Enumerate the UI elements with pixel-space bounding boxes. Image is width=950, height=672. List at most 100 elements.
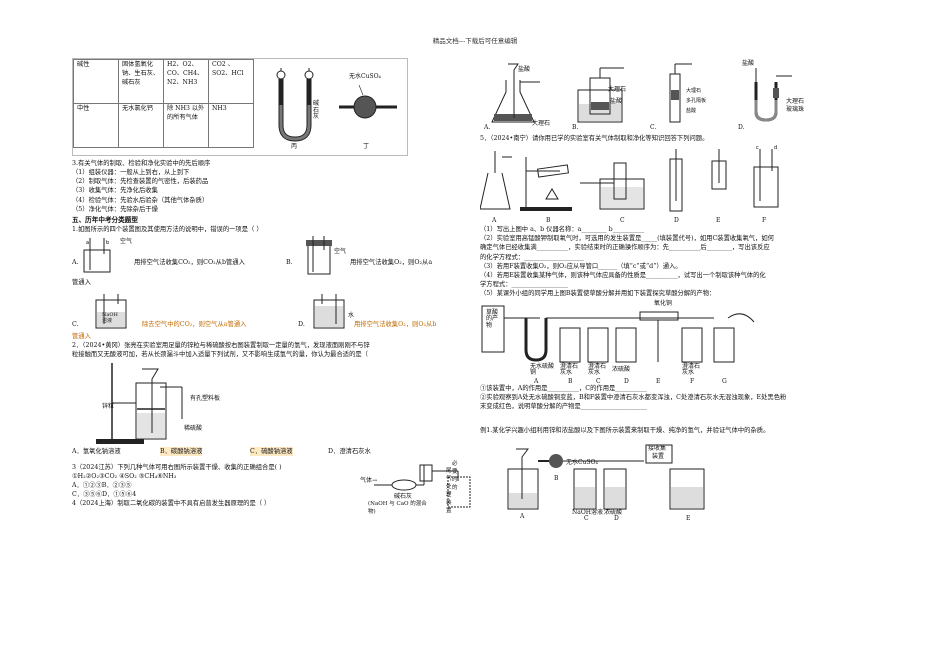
q3-tail-label1: 必要时的 xyxy=(452,460,458,491)
example-recv-label1: 接收集 xyxy=(648,444,667,452)
q4-marble-label-c: 大理石 xyxy=(686,88,702,94)
q1-option-c: C. xyxy=(72,320,79,328)
page-header: 精品文档---下载后可任意编辑 xyxy=(432,37,518,45)
q5-part4b: 学方程式：__________________ xyxy=(480,280,569,288)
left-column: 碱性 固体氢氧化钠、生石灰、碱石灰 H2、O2、CO、CH4、N2、NH3 CO… xyxy=(72,58,471,525)
example-recv-label2: 装置 xyxy=(652,452,665,460)
example-1-apparatus xyxy=(507,444,705,510)
q5-label-c: C xyxy=(620,217,625,225)
q3-mix-label: (NaOH 与 CaO 的混合物) xyxy=(368,500,427,515)
q5b-line1: ①该装置中，A的作用是__________，C的作用是__________ xyxy=(480,385,647,393)
table-cell: CO2 、SO2、HCl xyxy=(208,59,254,104)
q5-title: 5．（2024•南宁）请你用已学的实验室有关气体制取和净化等知识回答下列问题。 xyxy=(480,135,709,142)
q1-option-b-cont: 管通入 xyxy=(72,279,91,287)
q1-naoh-label: NaOH xyxy=(102,311,118,318)
q4-option-b: B. xyxy=(572,124,579,131)
q2-apparatus xyxy=(96,362,183,444)
q4-marble-label-b: 大理石 xyxy=(608,86,627,93)
q1-air-label-a: 空气 xyxy=(120,238,133,246)
q4-fig-c xyxy=(669,63,692,123)
q5-part5: （5）某课外小组的同学用上图B装置使草酸分解并用如下装置探究草酸分解的产物： xyxy=(480,290,716,297)
q4-fig-a xyxy=(491,63,540,123)
q2-option-d: D．澄清石灰水 xyxy=(328,447,371,455)
q5-part2b: 确定气体已经收集满__________，实验结束时的正确操作顺序为：先_____… xyxy=(480,244,770,252)
q5-letter: F xyxy=(690,378,695,386)
q4-acid-label-d: 盐酸 xyxy=(742,60,755,67)
example-naoh-label: NaOH溶液 xyxy=(572,508,603,516)
section-5-title: 五、历年中考分类题型 xyxy=(72,215,138,224)
drying-tube-figure xyxy=(276,68,397,142)
q5b-line2: ②实验观察到A处无水硫酸铜变蓝，B和F装置中澄清石灰水都变浑浊，C处澄清石灰水无… xyxy=(480,394,787,402)
svg-text:b: b xyxy=(106,240,109,246)
q4-marble-label-a: 大理石 xyxy=(532,120,551,127)
q5-part4a: （4）若用E装置收集某种气体，则该种气体应具备的性质是__________，试写… xyxy=(480,271,766,279)
q1-fig-d xyxy=(313,293,345,329)
soda-lime-label: 碱石灰 xyxy=(313,100,320,121)
fig-ding-label: 丁 xyxy=(363,143,370,150)
q1-fig-b xyxy=(306,236,332,275)
table-cell: 中性 xyxy=(73,103,119,148)
q4-fig-d xyxy=(754,68,792,122)
q2-line1: 2．（2024•黄冈）张亮在实验室用足量的锌粒与稀硫酸按右图装置制取一定量的氢气… xyxy=(72,341,370,349)
q5-cuo-label: 氧化铜 xyxy=(654,300,673,308)
q5-letter: D xyxy=(624,378,629,386)
example-h2so4-label: 浓硫酸 xyxy=(604,508,623,516)
example-letter: D xyxy=(614,514,619,522)
q1-option-b: B. xyxy=(286,259,293,267)
q4-option-a: A. xyxy=(484,124,491,131)
q1-option-a: A. xyxy=(72,259,79,267)
example-letter: B xyxy=(554,474,559,482)
q1-option-c-text: 除去空气中的CO₂，则空气从a管通入 xyxy=(142,320,247,328)
example-cuso4-label: 无水CuSO₄ xyxy=(566,458,598,466)
table-cell: NH3 xyxy=(208,103,254,148)
q5-label-f: F xyxy=(762,217,767,225)
section-3-item: （2）制取气体：先检查装置的气密性，后装药品 xyxy=(72,178,209,186)
q4-acid-label-b: 盐酸 xyxy=(610,98,623,105)
q5-box-label: 澄清石灰水 xyxy=(560,363,579,377)
drying-agent-table: 碱性 固体氢氧化钠、生石灰、碱石灰 H2、O2、CO、CH4、N2、NH3 CO… xyxy=(73,59,254,148)
q4-acid-label-a: 盐酸 xyxy=(518,66,531,73)
example-letter: C xyxy=(584,514,589,522)
right-column: 盐酸 大理石 A. 盐酸 大理石 B. 大理石 多孔隔板 盐酸 C. xyxy=(480,58,900,522)
q5-box-label: 澄清石灰水 xyxy=(682,363,701,377)
q1-air-label-b: 空气 xyxy=(334,248,347,256)
cuso4-label: 无水CuSO₄ xyxy=(349,73,381,80)
q3-gas-label: 气体→ xyxy=(360,476,378,484)
table-cell: H2、O2、CO、CH4、N2、NH3 xyxy=(163,59,209,104)
table-cell: 除 NH3 以外的所有气体 xyxy=(163,103,209,148)
q3-lime-label: 碱石灰 xyxy=(394,492,413,500)
q4-fig-b xyxy=(577,67,624,123)
q4-option-d: D. xyxy=(738,124,745,131)
q3-line4: C．③⑤⑥D．①⑤⑥4 xyxy=(72,491,137,499)
q5-label-e: E xyxy=(716,217,721,225)
section-3-item: （4）检验气体：先验水后验杂（其他气体杂质） xyxy=(72,196,209,204)
q1-option-d-text: 用排空气法收集O₂，则O₂从b xyxy=(354,320,437,328)
q4-marble-label-d: 大理石 xyxy=(786,98,805,105)
q2-zinc-label: 锌粒 xyxy=(102,402,115,410)
svg-text:d: d xyxy=(774,145,777,151)
q5-train-apparatus xyxy=(481,305,755,363)
q5-letter: E xyxy=(656,378,661,386)
q5-box-label: 浓硫酸 xyxy=(612,366,631,374)
q3-line1: 3（2024江苏）下列几种气体可用右图所示装置干燥、收集的正确组合是( ) xyxy=(72,463,282,471)
section-3-item: （1）组装仪器：一般从上到右，从上到下 xyxy=(72,169,190,177)
q1-stem: 1.如图所示的四个装置图及其使用方法的说明中，错误的一项是（ ） xyxy=(72,226,263,234)
q1-fig-c xyxy=(95,293,127,329)
q4-figure-row: 盐酸 大理石 A. 盐酸 大理石 B. 大理石 多孔隔板 盐酸 C. xyxy=(480,58,900,134)
q5-train-figure: 草酸的产物 氧化铜 无水硫酸铜 澄清石灰水 澄清石灰水 浓硫酸 澄清石灰水 A … xyxy=(480,298,900,386)
svg-text:a: a xyxy=(86,240,89,246)
q3-apparatus xyxy=(374,464,471,508)
q1-option-a-text: 用排空气法收集CO₂，则CO₂从b管通入 xyxy=(134,259,245,267)
example-1-text: 例1.某化学兴趣小组利用锌和浓盐酸以及下图所示装置来制取干燥、纯净的氢气，并验证… xyxy=(480,426,770,434)
q4-plate-label: 多孔隔板 xyxy=(686,98,707,104)
q3-block: 3（2024江苏）下列几种气体可用右图所示装置干燥、收集的正确组合是( ) ①H… xyxy=(72,461,471,525)
q4-line1: 4（2024上海）制取二氧化碳的装置中不具有启普发生器原理的是（ ） xyxy=(72,500,271,508)
table-row: 碱性 固体氢氧化钠、生石灰、碱石灰 H2、O2、CO、CH4、N2、NH3 CO… xyxy=(73,59,254,104)
q5-part2c: 的化学方程式：___________________ xyxy=(480,253,584,261)
q5-letter: B xyxy=(568,378,573,386)
q1-option-b-text: 用排空气法收集O₂，则O₂从a xyxy=(350,259,433,267)
q5-part1: （1）写出上图中 a、b 仪器名称：a________ b__________ xyxy=(480,226,645,234)
